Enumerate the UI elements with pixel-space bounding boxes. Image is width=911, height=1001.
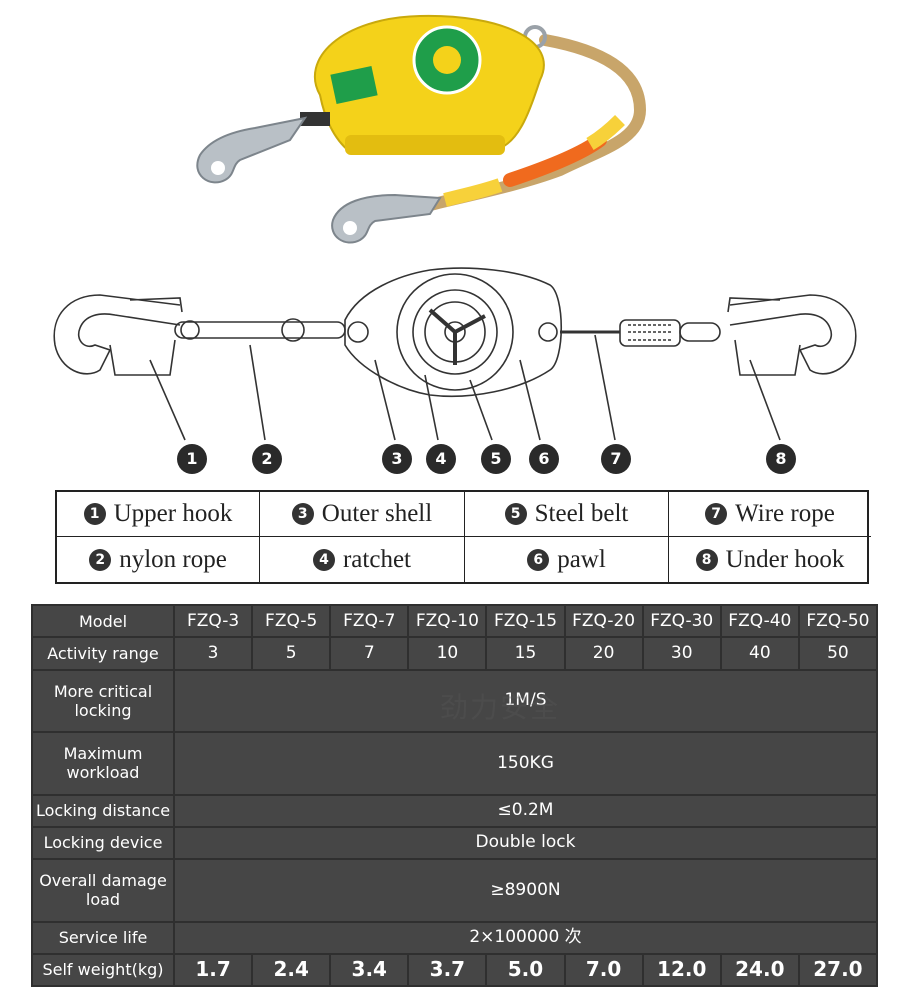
callout-7: 7 [601,444,631,474]
legend-label: Steel belt [534,500,629,527]
activity-cell: 50 [799,638,876,669]
model-cell: FZQ-3 [175,606,252,637]
activity-cell: 40 [721,638,798,669]
activity-cell: 15 [487,638,564,669]
callout-8: 8 [766,444,796,474]
life-value: 2×100000 次 [175,922,876,953]
legend-number: 7 [705,503,728,525]
callout-3: 3 [382,444,412,474]
model-cell: FZQ-7 [331,606,408,637]
activity-cell: 30 [643,638,720,669]
legend-label: Outer shell [321,500,433,527]
damage-label: Overall damage load [33,860,173,921]
weight-cell: 12.0 [643,954,720,985]
legend-number: 3 [291,503,314,525]
callout-1: 1 [177,444,207,474]
legend-label: nylon rope [119,545,227,573]
callout-6: 6 [529,444,559,474]
activity-cell: 5 [253,638,330,669]
weight-cell: 7.0 [565,954,642,985]
legend-label: Under hook [725,545,845,573]
legend-item: 2 nylon rope [57,537,260,582]
structure-diagram [53,267,857,441]
product-photo [196,14,647,244]
legend-number: 1 [83,503,106,525]
activity-cell: 10 [409,638,486,669]
spec-table: Model FZQ-3 FZQ-5 FZQ-7 FZQ-10 FZQ-15 FZ… [31,604,878,987]
critical-value: 1M/S [175,670,876,731]
legend-number: 2 [89,548,112,571]
model-label: Model [33,606,173,637]
table-row: Locking distance ≤0.2M [33,795,876,826]
weight-cell: 3.7 [409,954,486,985]
table-row: Maximum workload 150KG [33,733,876,794]
activity-cell: 7 [331,638,408,669]
table-row: Self weight(kg) 1.7 2.4 3.4 3.7 5.0 7.0 … [33,954,876,985]
life-label: Service life [33,922,173,953]
model-cell: FZQ-10 [409,606,486,637]
legend-item: 3 Outer shell [260,492,465,537]
model-cell: FZQ-40 [721,606,798,637]
legend-number: 6 [527,548,550,571]
damage-value: ≥8900N [175,860,876,921]
workload-label: Maximum workload [33,733,173,794]
legend-item: 5 Steel belt [465,492,669,537]
legend-item: 6 pawl [465,537,669,582]
legend-number: 5 [504,503,527,525]
callout-4: 4 [426,444,456,474]
legend-number: 4 [312,548,335,571]
activity-cell: 20 [565,638,642,669]
model-cell: FZQ-50 [799,606,876,637]
table-row: Overall damage load ≥8900N [33,860,876,921]
table-row: Locking device Double lock [33,827,876,858]
device-value: Double lock [175,827,876,858]
legend-number: 8 [695,548,718,571]
weight-cell: 27.0 [799,954,876,985]
model-cell: FZQ-15 [487,606,564,637]
model-cell: FZQ-20 [565,606,642,637]
weight-cell: 5.0 [487,954,564,985]
callout-2: 2 [252,444,282,474]
legend-item: 8 Under hook [669,537,871,582]
table-row: Activity range 3 5 7 10 15 20 30 40 50 [33,638,876,669]
weight-cell: 1.7 [175,954,252,985]
callout-5: 5 [481,444,511,474]
table-row: More critical locking 1M/S [33,670,876,731]
distance-label: Locking distance [33,795,173,826]
weight-label: Self weight(kg) [33,954,173,985]
table-row: Model FZQ-3 FZQ-5 FZQ-7 FZQ-10 FZQ-15 FZ… [33,606,876,637]
legend-label: Wire rope [735,500,835,527]
device-label: Locking device [33,827,173,858]
table-row: Service life 2×100000 次 [33,922,876,953]
legend-label: pawl [557,545,606,573]
critical-label: More critical locking [33,670,173,731]
model-cell: FZQ-5 [253,606,330,637]
activity-cell: 3 [175,638,252,669]
legend-item: 4 ratchet [260,537,465,582]
legend-label: Upper hook [113,500,233,527]
weight-cell: 3.4 [331,954,408,985]
model-cell: FZQ-30 [643,606,720,637]
activity-label: Activity range [33,638,173,669]
weight-cell: 2.4 [253,954,330,985]
legend-item: 1 Upper hook [57,492,260,537]
legend-label: ratchet [342,545,411,573]
legend-item: 7 Wire rope [669,492,871,537]
weight-cell: 24.0 [721,954,798,985]
watermark: 劲力安全 [440,691,561,724]
parts-legend: 1 Upper hook 3 Outer shell 5 Steel belt 7 Wi… [55,490,871,584]
distance-value: ≤0.2M [175,795,876,826]
workload-value: 150KG [175,733,876,794]
